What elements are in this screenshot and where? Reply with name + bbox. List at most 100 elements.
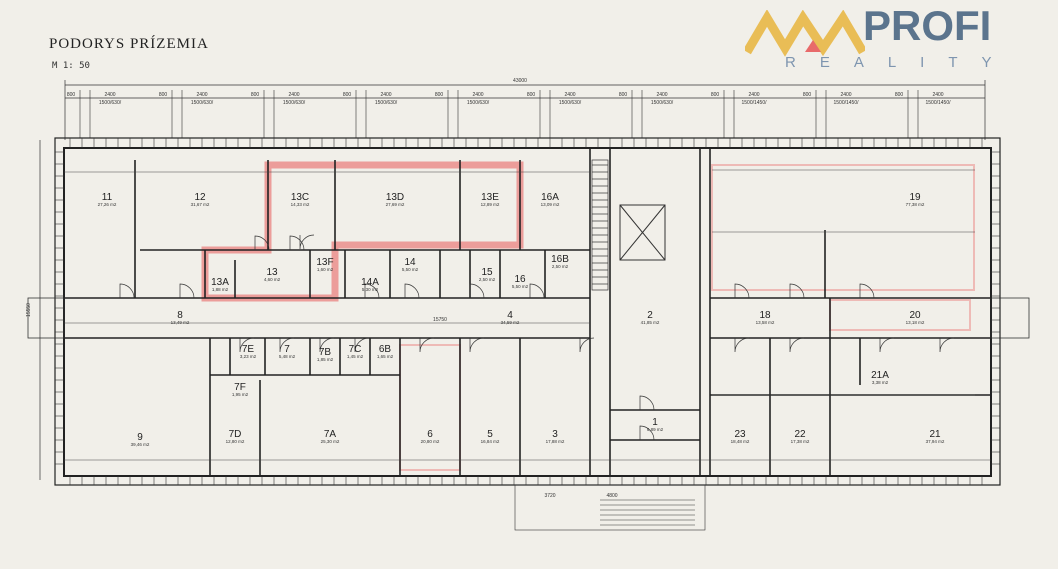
door-swing	[789, 283, 805, 299]
room-area-7D: 12,80 m2	[226, 439, 245, 444]
window-spec-dim: 1500/1450/	[833, 100, 859, 106]
room-number-12: 12	[194, 192, 206, 203]
room-area-13E: 12,89 m2	[481, 202, 500, 207]
door-swing	[939, 337, 955, 353]
window-spec-dim: 1500/1450/	[925, 100, 951, 106]
window-module-dim: 2400	[380, 92, 391, 98]
door-swing	[529, 283, 545, 299]
room-number-9: 9	[137, 432, 143, 443]
main-entrance-steps	[514, 484, 706, 531]
staircase	[591, 159, 609, 291]
room-area-4: 34,59 m2	[501, 320, 520, 325]
entrance-width-dim: 4800	[606, 493, 617, 499]
pier-dim: 800	[67, 92, 76, 98]
door-swing	[469, 337, 485, 353]
window-module-dim: 2400	[564, 92, 575, 98]
room-number-5: 5	[487, 429, 493, 440]
room-area-7E: 3,23 m2	[240, 354, 257, 359]
room-number-1: 1	[652, 417, 658, 428]
room-area-6: 20,80 m2	[421, 439, 440, 444]
window-spec-dim: 1500/1450/	[741, 100, 767, 106]
room-area-7F: 1,95 m2	[232, 392, 249, 397]
door-swings	[119, 234, 955, 441]
room-area-14: 5,50 m2	[402, 267, 419, 272]
room-number-8: 8	[177, 310, 183, 321]
room-area-22: 17,38 m2	[791, 439, 810, 444]
room-area-7B: 1,85 m2	[317, 357, 334, 362]
room-number-2: 2	[647, 310, 653, 321]
room-number-21: 21	[929, 429, 941, 440]
pier-dim: 800	[803, 92, 812, 98]
overall-depth-dim: 15550	[26, 303, 32, 317]
window-spec-dim: 1500/630/	[467, 100, 490, 106]
room-area-13A: 1,88 m2	[212, 287, 229, 292]
door-swing	[789, 337, 805, 353]
room-area-7C: 1,45 m2	[347, 354, 364, 359]
window-spec-dim: 1500/630/	[191, 100, 214, 106]
room-number-14: 14	[404, 257, 416, 268]
room-area-14A: 5,30 m2	[362, 287, 379, 292]
door-swing	[419, 337, 435, 353]
interior-dimension-lines	[64, 169, 991, 461]
room-number-7A: 7A	[324, 429, 337, 440]
window-module-dim: 2400	[104, 92, 115, 98]
room-area-23: 18,48 m2	[731, 439, 750, 444]
door-swing	[404, 283, 420, 299]
room-number-3: 3	[552, 429, 558, 440]
door-swing	[299, 234, 315, 250]
window-module-dim: 2400	[472, 92, 483, 98]
room-area-18: 13,58 m2	[756, 320, 775, 325]
maxprofi-logo: PROFI REALITY	[745, 2, 1035, 76]
room-area-19: 77,38 m2	[906, 202, 925, 207]
window-module-dim: 2400	[656, 92, 667, 98]
room-number-23: 23	[734, 429, 746, 440]
pier-dim: 800	[159, 92, 168, 98]
pier-dim: 800	[895, 92, 904, 98]
room-number-13F: 13F	[316, 257, 333, 268]
window-dimensions: 800 2400 1500/630/800 2400 1500/630/800 2400 1…	[67, 90, 951, 138]
room-number-14A: 14A	[361, 277, 379, 288]
pier-dim: 800	[251, 92, 260, 98]
room-area-2: 41,85 m2	[641, 320, 660, 325]
room-number-19: 19	[909, 192, 921, 203]
room-area-8: 13,49 m2	[171, 320, 190, 325]
overall-width-dim: 43000	[513, 78, 527, 84]
door-swing	[179, 283, 195, 299]
door-swing	[119, 283, 135, 299]
room-area-7: 5,48 m2	[279, 354, 296, 359]
plan-title: PODORYS PRÍZEMIA	[49, 36, 209, 52]
room-number-11: 11	[102, 192, 113, 203]
room-area-16: 5,50 m2	[512, 284, 529, 289]
door-swing	[579, 337, 595, 353]
window-module-dim: 2400	[932, 92, 943, 98]
room-area-16A: 13,09 m2	[541, 202, 560, 207]
room-number-16A: 16A	[541, 192, 559, 203]
room-number-13C: 13C	[291, 192, 309, 203]
room-number-13: 13	[266, 267, 278, 278]
room-number-7B: 7B	[319, 347, 332, 358]
top-dimension-lines	[64, 80, 986, 140]
exterior-walls	[54, 137, 1001, 486]
window-module-dim: 2400	[288, 92, 299, 98]
room-area-7A: 25,30 m2	[321, 439, 340, 444]
room-number-7E: 7E	[242, 344, 255, 355]
room-area-13C: 14,33 m2	[291, 202, 310, 207]
room-area-16B: 2,50 m2	[552, 264, 569, 269]
window-module-dim: 2400	[196, 92, 207, 98]
room-number-13A: 13A	[211, 277, 229, 288]
window-spec-dim: 1500/630/	[559, 100, 582, 106]
room-area-11: 27,26 m2	[98, 202, 117, 207]
door-swing	[639, 425, 655, 441]
room-area-5: 16,84 m2	[481, 439, 500, 444]
room-area-1: 6,89 m2	[647, 427, 664, 432]
room-area-21: 37,94 m2	[926, 439, 945, 444]
window-module-dim: 2400	[748, 92, 759, 98]
door-swing	[859, 283, 875, 299]
door-swing	[254, 235, 270, 251]
room-number-16: 16	[514, 274, 526, 285]
pier-dim: 800	[435, 92, 444, 98]
room-area-20: 13,18 m2	[906, 320, 925, 325]
door-swing	[879, 337, 895, 353]
pier-dim: 800	[619, 92, 628, 98]
pier-dim: 800	[343, 92, 352, 98]
